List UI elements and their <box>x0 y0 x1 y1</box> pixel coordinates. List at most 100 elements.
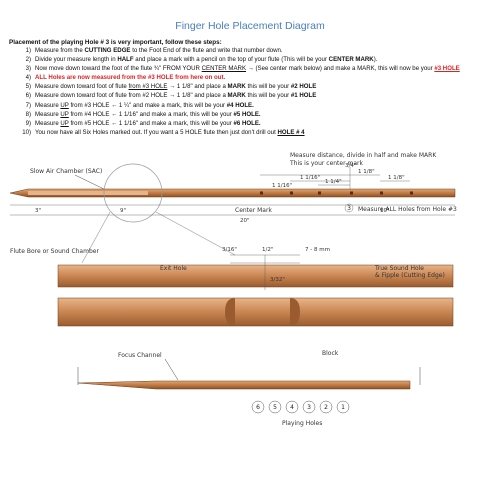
step-item: 6) Measure down toward foot of flute from… <box>19 91 499 100</box>
dim-top-3: 1 1/4" <box>325 179 342 185</box>
step-text: this will be your <box>245 92 291 100</box>
hole-4 <box>318 191 321 195</box>
step-text: to the Foot End of the flute and write t… <box>130 47 283 54</box>
dim-top-2: 1 1/16" <box>272 183 292 189</box>
dim-3in: 3" <box>35 208 41 214</box>
hole-num-2: 2 <box>324 404 328 411</box>
step-text: Measure down toward foot of flute <box>35 83 129 91</box>
detail-dims <box>230 254 300 290</box>
focus-leader <box>164 358 179 381</box>
hole-num-4: 4 <box>290 404 294 411</box>
step-text: #4 HOLE. <box>226 101 254 109</box>
dim-10in: 10" <box>380 208 390 214</box>
hole-num-3: 3 <box>307 404 311 411</box>
hole-3 <box>350 191 353 195</box>
center-note: This is your center mark <box>289 160 363 167</box>
flute-bore-label: Flute Bore or Sound Chamber <box>10 248 99 255</box>
measure-note: Measure distance, divide in half and mak… <box>290 152 437 159</box>
hole-num-1: 1 <box>341 404 345 411</box>
exit-hole-label: Exit Hole <box>160 265 187 272</box>
true-sound-hole-label: True Sound Hole <box>374 265 424 272</box>
flute-bottom <box>77 380 411 390</box>
step-text: MARK <box>227 92 246 100</box>
step-text: UP <box>60 101 69 109</box>
flute-top-view <box>9 188 456 198</box>
dim-top-1: 1 1/16" <box>300 175 320 181</box>
step-text: → 1 1/8" and place a <box>167 83 228 91</box>
fipple-label: & Fipple (Cutting Edge) <box>375 272 445 279</box>
step-text: #6 HOLE. <box>233 119 261 127</box>
flute-diagram: Measure distance, divide in half and mak… <box>9 152 457 427</box>
detail-dim-a: 3/16" <box>222 247 237 253</box>
step-text: #3 HOLE <box>434 65 460 73</box>
hole-5 <box>290 191 293 195</box>
block-label: Block <box>322 350 339 357</box>
detail-dim-c: 7 - 8 mm <box>305 247 330 253</box>
step-number: 1) <box>25 47 31 54</box>
step-item: 7) Measure UP from #3 HOLE ← 1 ¼" and mak… <box>19 101 499 110</box>
step-item: 8) Measure UP from #4 HOLE ← 1 1/16" and … <box>19 110 499 119</box>
magnify-line-left <box>81 211 111 264</box>
step-number: 10) <box>22 128 31 136</box>
playing-holes-label: Playing Holes <box>282 420 322 427</box>
step-text: → (See center mark below) and make a MAR… <box>246 65 435 73</box>
fipple-detail <box>57 264 454 327</box>
step-item: 5) Measure down toward foot of flute from… <box>19 82 499 91</box>
step-item: 9) Measure UP from #5 HOLE ← 1 1/16" and … <box>19 119 499 128</box>
step-text: Measure <box>35 101 61 109</box>
hole-6 <box>260 191 263 195</box>
step-text: this will be your <box>245 83 291 91</box>
step-text: CUTTING EDGE <box>84 47 131 54</box>
step-text: Measure from the <box>35 47 85 54</box>
step-text: #2 HOLE <box>290 83 317 91</box>
sound-hole-shape <box>290 298 300 326</box>
step-text: Divide your measure length in <box>35 56 118 64</box>
hole-3-marker <box>344 203 354 213</box>
dim-three-quarter: 3/4" <box>345 163 356 169</box>
step-text: and place a mark with a pencil on the to… <box>133 56 329 64</box>
step-number: 8) <box>25 110 31 118</box>
hole-num-5: 5 <box>273 404 277 411</box>
step-text: UP <box>60 110 69 118</box>
hole-1 <box>410 191 413 195</box>
hole-num-6: 6 <box>256 404 260 411</box>
magnify-line-right <box>155 211 236 256</box>
exit-hole-shape <box>225 298 235 326</box>
step-text: Measure <box>35 110 61 118</box>
focus-channel-label: Focus Channel <box>118 352 162 359</box>
step-text: CENTER MARK <box>201 65 247 73</box>
dim-20in: 20" <box>240 218 250 224</box>
step-item: 10)You now have all Six Holes marked out… <box>19 128 499 137</box>
step-text: from #3 HOLE <box>128 83 168 91</box>
step-text: Now move down toward the foot of the flu… <box>35 65 202 73</box>
steps-list: 1) Measure from the CUTTING EDGE to the F… <box>19 46 499 137</box>
magnify-circle <box>103 163 163 223</box>
step-text: from #5 HOLE ← 1 1/16" and make a mark, … <box>68 119 234 127</box>
step-text: UP <box>60 119 69 127</box>
measure-all-label: Measure ALL Holes from Hole #3 <box>358 206 457 213</box>
step-text: from #3 HOLE ← 1 ¼" and make a mark, thi… <box>68 101 227 109</box>
step-item: 4)ALL Holes are now measured from the #3… <box>19 73 499 82</box>
step-text: HALF <box>117 56 134 64</box>
dim-9in: 9" <box>120 208 126 214</box>
step-text: MARK <box>227 83 246 91</box>
step-text: #5 HOLE. <box>233 110 261 118</box>
center-mark-label: Center Mark <box>235 207 272 214</box>
upper-dimension-lines <box>10 167 455 216</box>
step-item: 2)Divide your measure length in HALF and… <box>19 55 499 64</box>
detail-dim-b: 1/2" <box>262 247 273 253</box>
step-number: 9) <box>25 119 31 127</box>
step-text: Measure <box>35 119 61 127</box>
step-number: 4) <box>25 74 31 82</box>
dim-top-4: 1 1/8" <box>358 169 375 175</box>
step-text: from #4 HOLE ← 1 1/16" and make a mark, … <box>68 110 234 118</box>
step-text: CENTER MARK <box>328 56 374 64</box>
bore-highlight <box>28 191 148 195</box>
step-number: 7) <box>25 101 31 109</box>
step-number: 5) <box>25 83 31 91</box>
step-number: 6) <box>25 92 31 100</box>
step-text: Measure down toward foot of flute from #… <box>35 92 228 100</box>
page-title: Finger Hole Placement Diagram <box>175 20 325 32</box>
dim-top-5: 1 1/8" <box>388 175 405 181</box>
step-text: ). <box>373 56 378 64</box>
